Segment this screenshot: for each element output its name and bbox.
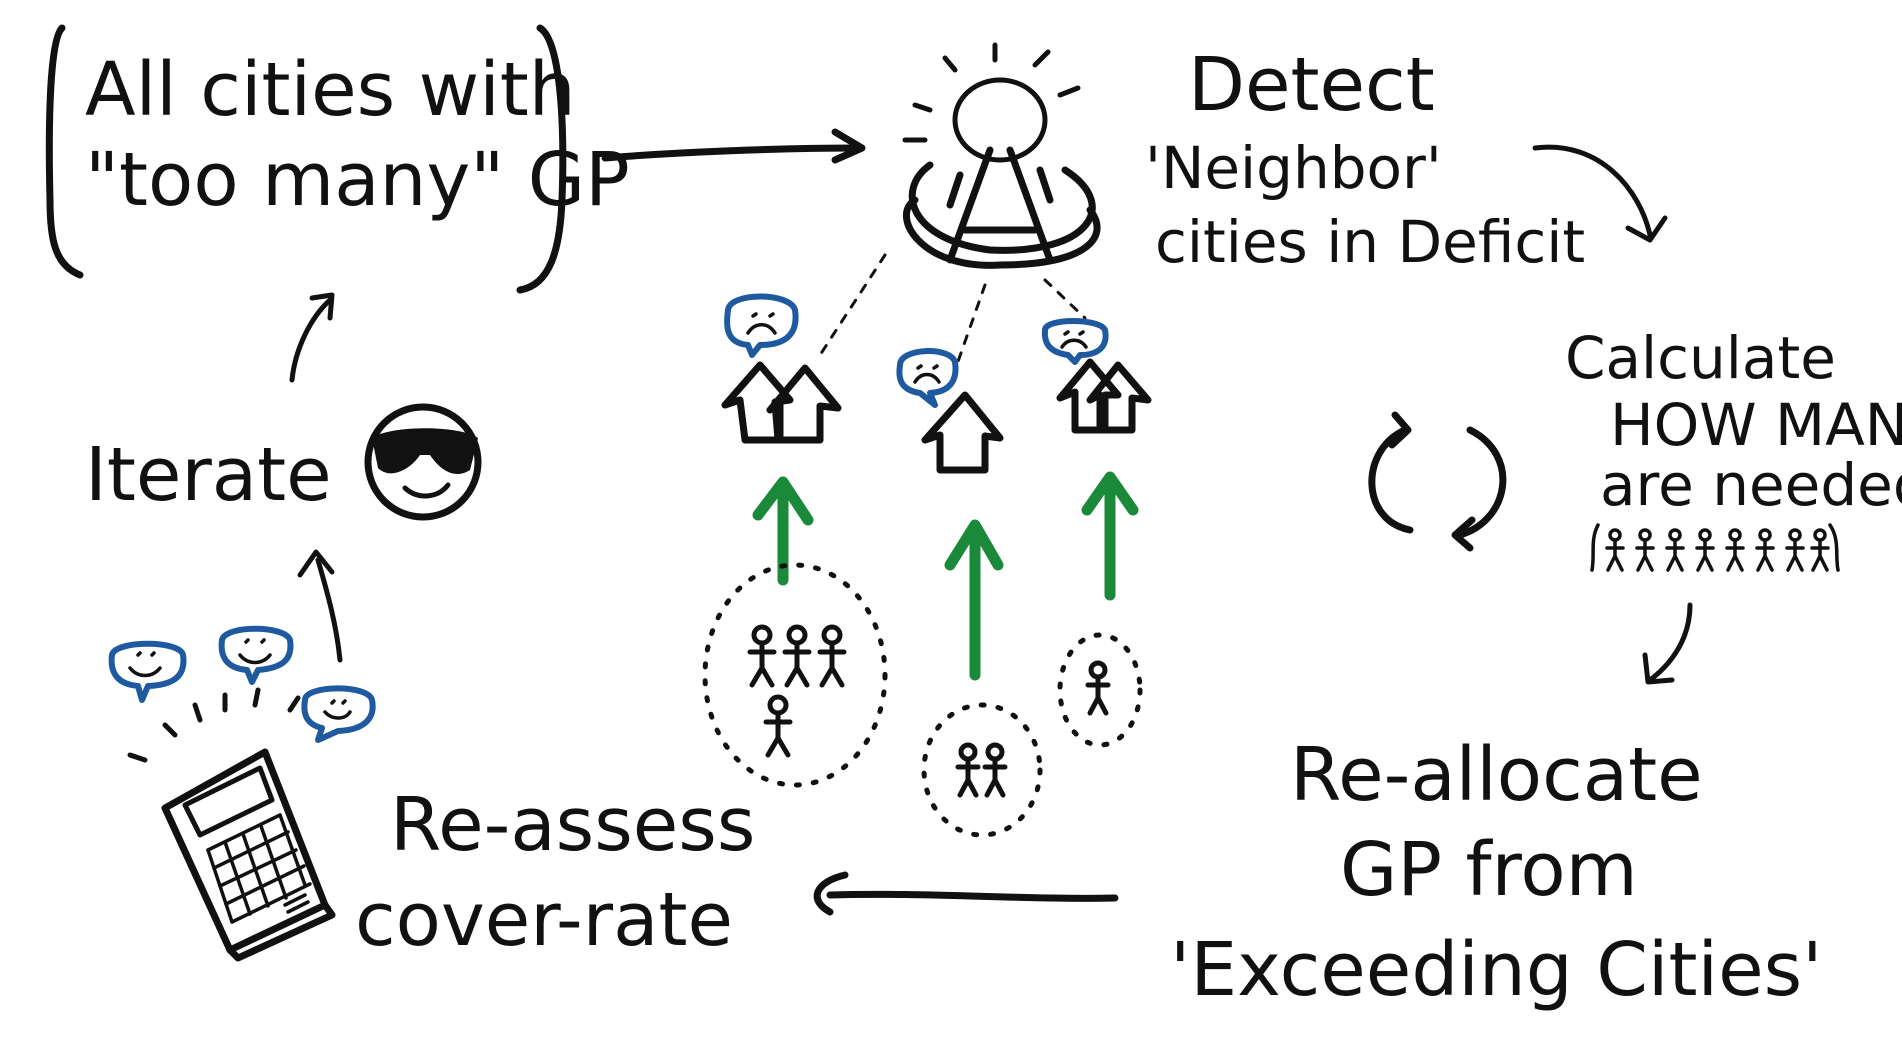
left-bracket (45, 24, 84, 279)
reassess-line1: Re-assess (390, 782, 755, 868)
calculate-label: Calculate HOW MANY are needed (1565, 324, 1902, 519)
sad-face-bubble-icon (724, 293, 799, 358)
arrow-to-reassess-head (813, 871, 849, 916)
arrow-to-iterate (315, 557, 343, 663)
house-icon (721, 361, 842, 444)
link-line (818, 253, 887, 357)
arrow-to-reallocate-head (1642, 652, 1675, 685)
arrow-to-iterate-head (297, 549, 335, 578)
people-group-icon (921, 702, 1043, 838)
all-cities-line2: "too many" GP (85, 137, 630, 223)
cycle-arrows-icon (1368, 411, 1507, 552)
sad-face-bubble-icon (896, 348, 959, 408)
reallocate-label: Re-allocate GP from 'Exceeding Cities' (1170, 732, 1823, 1013)
happy-face-bubble-icon (108, 640, 187, 703)
people-group-icon (702, 562, 888, 788)
reassess-line2: cover-rate (355, 877, 733, 963)
arrow-to-calculate (1532, 144, 1653, 238)
link-line (1043, 278, 1087, 320)
radar-eye-icon (902, 42, 1101, 269)
house-icon (1056, 358, 1152, 434)
cool-face-sunglasses-icon (364, 403, 482, 521)
growth-arrow-icon (944, 519, 1004, 681)
arrow-to-reallocate (1647, 602, 1693, 683)
growth-arrow-icon (1081, 471, 1139, 601)
arrow-to-calculate-head (1625, 215, 1668, 243)
sad-face-bubble-icon (1041, 318, 1109, 365)
detect-label: Detect 'Neighbor' cities in Deficit (1145, 42, 1585, 276)
arrow-to-all-cities-head (309, 292, 335, 321)
happy-face-bubble-icon (301, 685, 376, 743)
iterate-label: Iterate (85, 432, 332, 518)
happy-face-bubble-icon (218, 625, 294, 685)
arrow-to-detect-head (831, 128, 866, 164)
all-cities-line1: All cities with (85, 47, 576, 133)
calculate-line2: HOW MANY (1610, 391, 1902, 459)
reallocate-line3: 'Exceeding Cities' (1170, 927, 1823, 1013)
people-needed-icon (1590, 523, 1840, 572)
house-icon (921, 391, 1004, 474)
arrow-to-all-cities (289, 297, 333, 383)
detect-line1: Detect (1188, 42, 1435, 128)
reallocate-line2: GP from (1340, 827, 1638, 913)
arrow-to-detect (601, 144, 864, 162)
houses-group (721, 253, 1152, 474)
calculator-icon (127, 687, 336, 962)
detect-line2: 'Neighbor' (1145, 134, 1442, 202)
calculate-line3: are needed (1600, 451, 1902, 519)
link-line (953, 283, 987, 372)
right-bracket (516, 24, 567, 294)
people-group-icon (1057, 632, 1143, 748)
calculate-line1: Calculate (1565, 324, 1836, 392)
all-cities-box: All cities with "too many" GP (45, 24, 630, 294)
reallocate-line1: Re-allocate (1290, 732, 1703, 818)
detect-line3: cities in Deficit (1155, 208, 1585, 276)
arrow-to-reassess (826, 890, 1119, 902)
reassess-label: Re-assess cover-rate (355, 782, 755, 963)
